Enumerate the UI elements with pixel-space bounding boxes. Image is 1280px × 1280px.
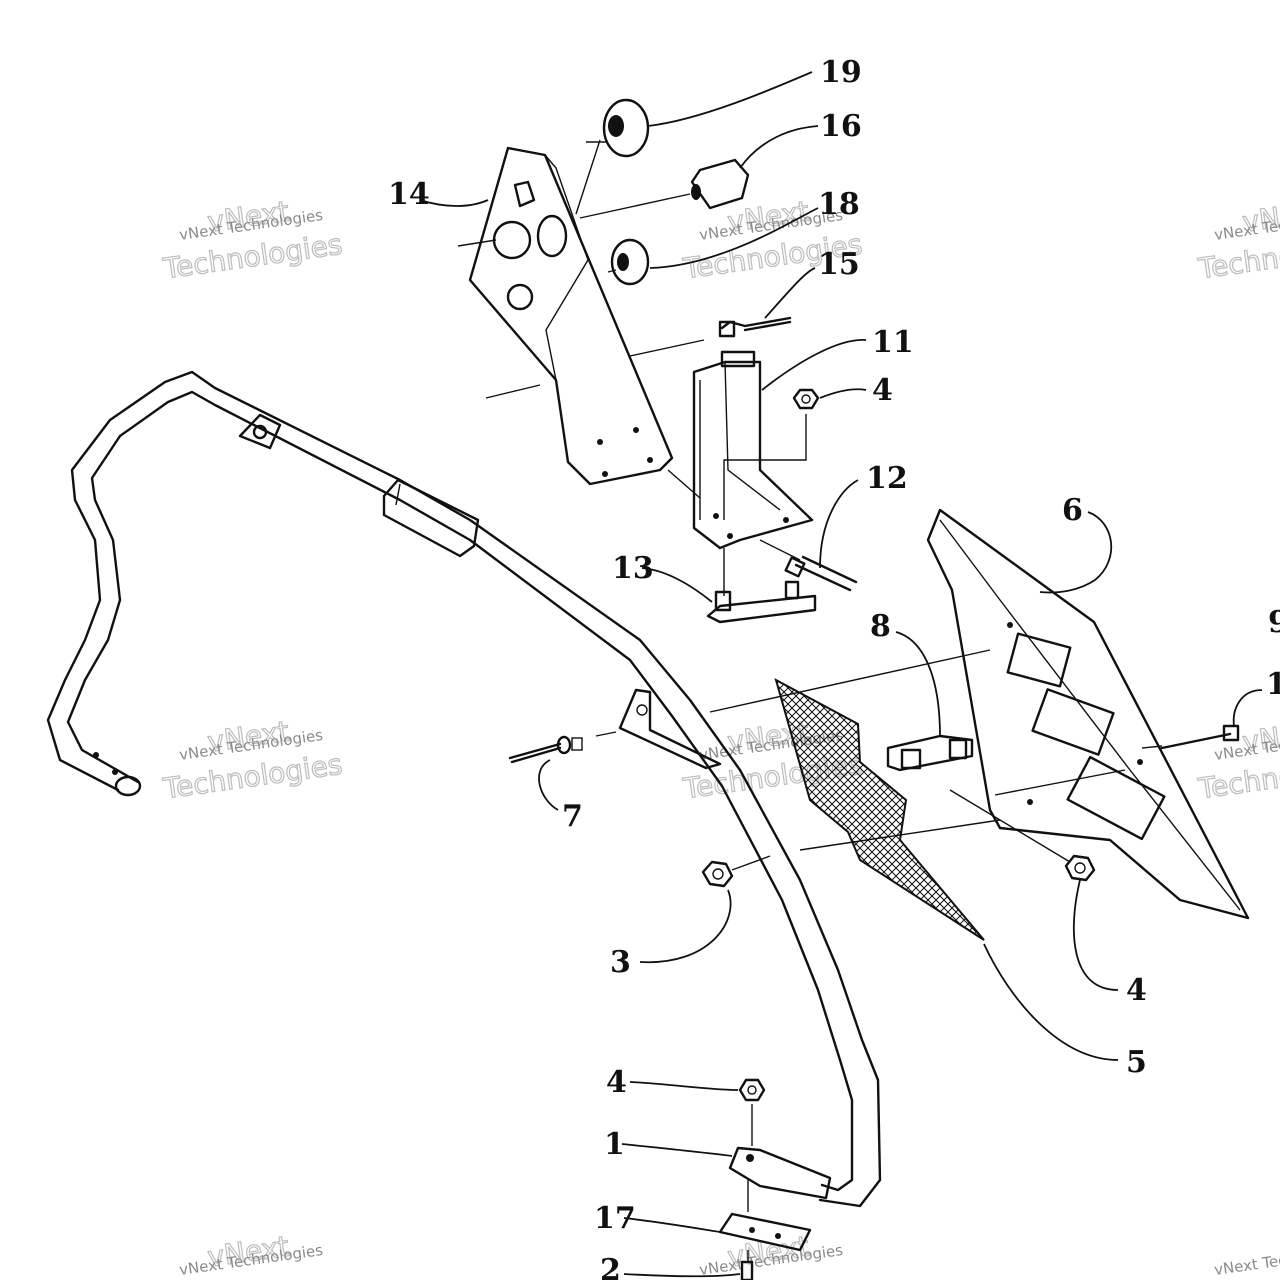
callout-11: 11 (872, 325, 914, 360)
main-bar-handlebar (46, 370, 882, 1208)
callout-17: 17 (594, 1201, 636, 1236)
callout-8: 8 (870, 609, 891, 644)
callout-7: 7 (562, 799, 583, 834)
leader-lines (419, 71, 1263, 1278)
callout-14: 14 (388, 177, 430, 212)
callout-3: 3 (610, 945, 631, 980)
callout-6: 6 (1062, 493, 1083, 528)
watermark-group: vNext vNext Technologies Technologies vN… (160, 194, 1280, 1279)
callout-5: 5 (1126, 1045, 1147, 1080)
callout-4-upper: 4 (872, 373, 893, 408)
part-14-bracket-plate (468, 146, 674, 486)
part-2-bolt (740, 1260, 754, 1280)
callout-10: 1 (1266, 667, 1280, 702)
callout-13: 13 (612, 551, 654, 586)
part-4-nut-right (1064, 854, 1096, 882)
callout-19: 19 (820, 55, 862, 90)
part-19-grommet (602, 98, 650, 158)
part-18-grommet (610, 238, 650, 286)
callout-16: 16 (820, 109, 862, 144)
part-12-bolt (784, 555, 858, 592)
callout-9: 9 (1268, 605, 1280, 640)
plate-hole (506, 283, 534, 311)
callout-4-lower: 4 (606, 1065, 627, 1100)
callout-12: 12 (866, 461, 908, 496)
callout-15: 15 (818, 247, 860, 282)
alignment-lines (457, 139, 1163, 1262)
part-11-l-bracket (692, 350, 814, 550)
part-4-nut-lower (738, 1078, 766, 1102)
callout-1: 1 (604, 1127, 625, 1162)
part-7-rivet (508, 735, 583, 764)
part-15-pin (718, 316, 792, 338)
callout-18: 18 (818, 187, 860, 222)
part-13-stud-plate (706, 580, 817, 624)
part-17-plate (718, 1212, 812, 1252)
callout-2: 2 (600, 1253, 621, 1280)
part-16-bushing (690, 158, 750, 210)
part-10-screw (1160, 724, 1240, 750)
plate-hole (536, 214, 568, 258)
watermark-company: vNext Technologies (1213, 1241, 1280, 1279)
callout-4-right: 4 (1126, 973, 1147, 1008)
part-5-mesh-screen (774, 678, 985, 941)
part-8-clip (886, 734, 974, 772)
part-4-nut-upper (792, 388, 820, 410)
callouts: 19 16 14 18 15 11 4 12 6 13 8 9 1 7 3 4 … (388, 55, 1280, 1280)
plate-hole (492, 220, 532, 260)
part-3-nut (701, 860, 734, 888)
part-6-side-panel (926, 508, 1250, 920)
